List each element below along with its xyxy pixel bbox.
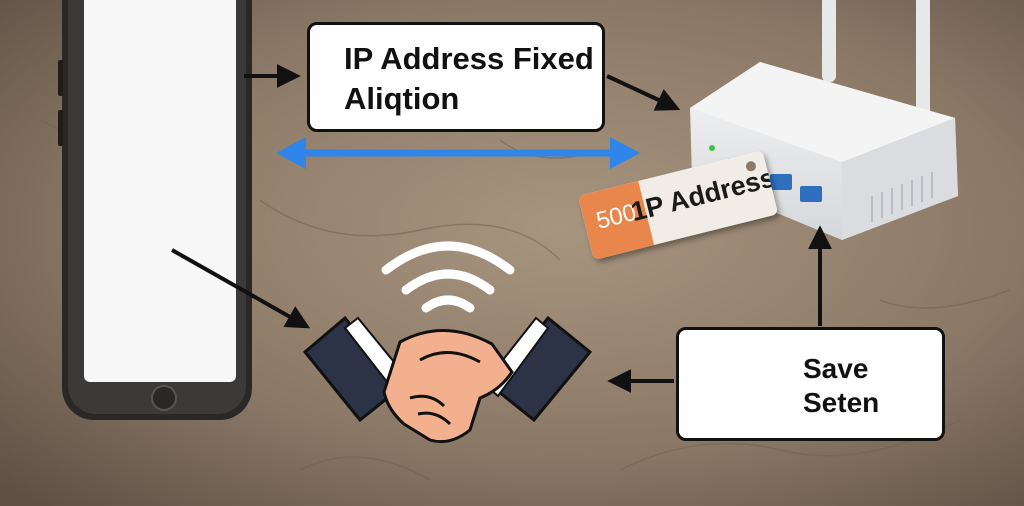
arrow-phone-to-handshake: [171, 248, 311, 329]
bidirectional-arrow: [276, 137, 640, 169]
handshake-icon: [302, 315, 593, 444]
save-label-line-1: Save: [803, 353, 869, 384]
ip-label-line-2: Aliqtion: [344, 81, 460, 116]
ip-label-line-1: IP Address Fixed: [344, 41, 594, 76]
save-label-line-2: Seten: [803, 387, 880, 418]
save-settings-label-box: Save Seten: [676, 327, 945, 441]
ip-address-label-box: IP Address Fixed Aliqtion: [307, 22, 605, 132]
arrow-label-to-router: [606, 74, 681, 111]
smartphone-icon: [58, 0, 252, 420]
wifi-icon: [381, 241, 515, 313]
connector-arrows: [171, 64, 832, 393]
